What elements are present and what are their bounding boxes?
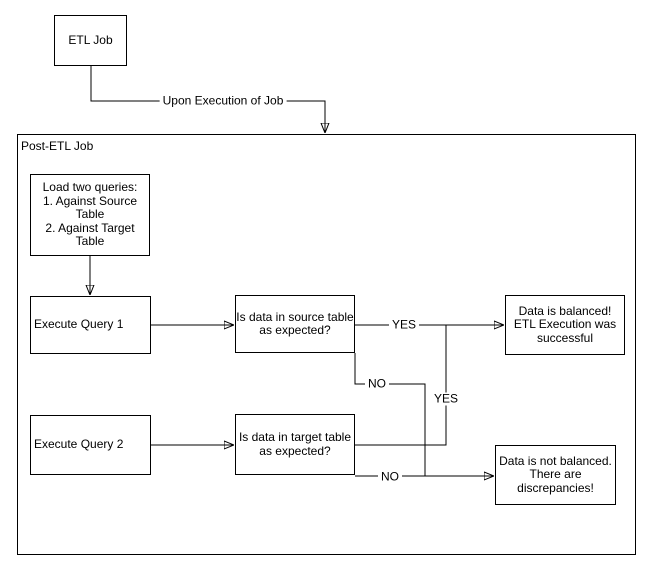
execute-query-2-node: Execute Query 2 [30, 415, 151, 475]
edge-label-upon-execution: Upon Execution of Job [159, 94, 287, 108]
data-not-balanced-node: Data is not balanced. There are discrepa… [495, 445, 616, 505]
execute-query-2-node-label: Execute Query 2 [34, 437, 124, 452]
load-queries-node-label: Load two queries: 1. Against Source Tabl… [42, 180, 138, 249]
data-not-balanced-node-label: Data is not balanced. There are discrepa… [499, 453, 612, 495]
data-balanced-node: Data is balanced! ETL Execution was succ… [505, 295, 625, 355]
edge-label-target-yes: YES [430, 392, 462, 406]
load-queries-node: Load two queries: 1. Against Source Tabl… [30, 174, 150, 256]
edge-label-source-no: NO [365, 377, 389, 391]
data-balanced-node-label: Data is balanced! ETL Execution was succ… [513, 303, 617, 345]
decision-target-table-node: Is data in target table as expected? [235, 414, 355, 475]
edge-label-target-no: NO [378, 470, 402, 484]
etl-job-node: ETL Job [54, 15, 127, 66]
edge-label-source-yes: YES [388, 318, 420, 332]
post-etl-job-label: Post-ETL Job [21, 139, 94, 153]
post-etl-job-group: Post-ETL Job [17, 134, 636, 555]
etl-job-node-label: ETL Job [68, 32, 113, 47]
decision-target-table-node-label: Is data in target table as expected? [238, 430, 352, 458]
decision-source-table-node-label: Is data in source table as expected? [236, 309, 354, 337]
execute-query-1-node-label: Execute Query 1 [34, 317, 124, 332]
execute-query-1-node: Execute Query 1 [30, 296, 151, 354]
decision-source-table-node: Is data in source table as expected? [235, 295, 355, 353]
